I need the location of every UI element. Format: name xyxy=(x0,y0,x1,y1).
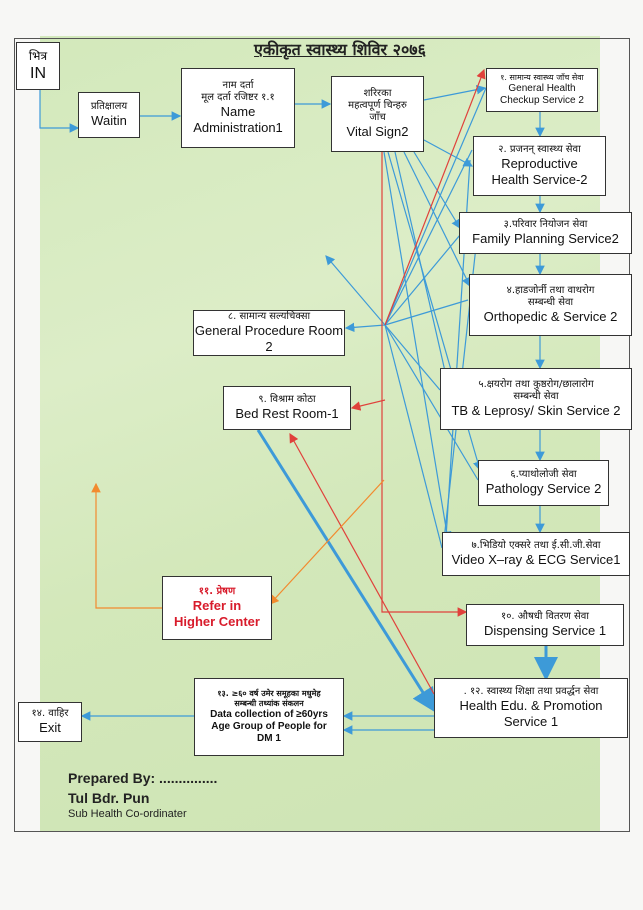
ortho-en: Orthopedic & Service 2 xyxy=(483,309,618,325)
arrow-vitals-to-xray xyxy=(383,151,452,542)
pathology-np: ६.प्याथोलोजी सेवा xyxy=(510,469,577,481)
family-np: ३.परिवार नियोजन सेवा xyxy=(503,219,588,231)
exit-np: १४. वाहिर xyxy=(31,708,69,720)
data-collection-box: १३. ≥६० वर्ष उमेर समूहका मधुमेह सम्बन्धी… xyxy=(194,678,344,756)
diagram-frame xyxy=(14,38,630,832)
arrow-vitals-to-ortho xyxy=(403,151,471,288)
entry-in-box: भित्र IN xyxy=(16,42,60,90)
datacoll-en2: Age Group of People for xyxy=(211,720,327,732)
arrow-in-to-waiting xyxy=(39,90,80,133)
referral-box: ११. प्रेषण Refer in Higher Center xyxy=(162,576,272,640)
registration-np2: मूल दर्ता रजिष्टर १.१ xyxy=(201,92,275,104)
tb-leprosy-box: ५.क्षयरोग तथा कुष्ठरोग/छालारोग सम्बन्धी … xyxy=(440,368,632,430)
arrow-xray-to-hub xyxy=(384,324,443,549)
registration-np1: नाम दर्ता xyxy=(222,80,254,92)
dispensing-np: १०. औषधी वितरण सेवा xyxy=(501,611,589,623)
family-en: Family Planning Service2 xyxy=(472,231,619,247)
xray-en: Video X–ray & ECG Service1 xyxy=(451,552,621,568)
datacoll-np2: सम्बन्धी तथ्यांक संकलन xyxy=(234,699,304,708)
arrow-procedure-to-bedrest xyxy=(350,399,386,411)
vitals-box: शरिरका महत्वपूर्ण चिन्हरु जाँच Vital Sig… xyxy=(331,76,424,152)
arrow-bedrest-to-education xyxy=(256,429,436,713)
xray-np: ७.भिडियो एक्सरे तथा ई.सी.जी.सेवा xyxy=(471,540,601,552)
exit-box: १४. वाहिर Exit xyxy=(18,702,82,742)
general-checkup-box: १. सामान्य स्वास्थ्य जाँच सेवा General H… xyxy=(486,68,598,112)
general-en2: Checkup Service 2 xyxy=(500,94,584,106)
bedrest-np: ९. विश्राम कोठा xyxy=(258,394,316,406)
xray-ecg-box: ७.भिडियो एक्सरे तथा ई.सी.जी.सेवा Video X… xyxy=(442,532,630,576)
procedure-en: General Procedure Room 2 xyxy=(194,323,344,354)
reproductive-box: २. प्रजनन् स्वास्थ्य सेवा Reproductive H… xyxy=(473,136,606,196)
arrow-hub-to-procedure xyxy=(344,322,386,333)
datacoll-en1: Data collection of ≥60yrs xyxy=(210,708,328,720)
orthopedic-box: ४.हाडजोर्नी तथा वाथरोग सम्बन्धी सेवा Ort… xyxy=(469,274,632,336)
datacoll-np1: १३. ≥६० वर्ष उमेर समूहका मधुमेह xyxy=(217,689,321,699)
procedure-np: ८. सामान्य सल्यचिक्सा xyxy=(227,311,311,323)
bedrest-en: Bed Rest Room-1 xyxy=(235,406,339,422)
pathology-box: ६.प्याथोलोजी सेवा Pathology Service 2 xyxy=(478,460,609,506)
prepared-by: Prepared By: ............... xyxy=(68,770,218,786)
vitals-np2: महत्वपूर्ण चिन्हरु xyxy=(348,100,407,112)
arrow-vitals-to-reproductive xyxy=(423,139,474,167)
arrow-ortho-to-hub xyxy=(384,299,469,326)
general-np: १. सामान्य स्वास्थ्य जाँच सेवा xyxy=(500,73,584,83)
ortho-np1: ४.हाडजोर्नी तथा वाथरोग xyxy=(506,285,595,297)
arrow-education-to-bedrest xyxy=(289,432,435,695)
bed-rest-box: ९. विश्राम कोठा Bed Rest Room-1 xyxy=(223,386,351,430)
referral-en1: Refer in xyxy=(192,598,242,614)
preparer-role: Sub Health Co-ordinater xyxy=(68,808,187,820)
dispensing-en: Dispensing Service 1 xyxy=(483,623,607,639)
education-en2: Service 1 xyxy=(503,714,559,729)
waiting-np: प्रतिक्षालय xyxy=(90,101,128,113)
general-en1: General Health xyxy=(508,82,576,94)
arrow-vitals-to-dispensing xyxy=(381,152,468,617)
dispensing-box: १०. औषधी वितरण सेवा Dispensing Service 1 xyxy=(466,604,624,646)
reproductive-np: २. प्रजनन् स्वास्थ्य सेवा xyxy=(498,144,581,156)
arrow-pathology-to-hub xyxy=(384,324,479,481)
family-planning-box: ३.परिवार नियोजन सेवा Family Planning Ser… xyxy=(459,212,632,254)
arrow-reproductive-to-hub xyxy=(384,149,473,326)
education-np: . १२. स्वास्थ्य शिक्षा तथा प्रवर्द्धन से… xyxy=(463,686,599,698)
reproductive-en2: Health Service-2 xyxy=(491,172,588,187)
arrow-hub-to-general xyxy=(384,68,486,326)
registration-box: नाम दर्ता मूल दर्ता रजिष्टर १.१ Name Adm… xyxy=(181,68,295,148)
entry-np-label: भित्र xyxy=(28,49,48,64)
arrow-referral-back xyxy=(91,482,162,609)
arrow-general-to-hub xyxy=(384,87,487,326)
vitals-en: Vital Sign2 xyxy=(346,124,409,140)
procedure-box: ८. सामान्य सल्यचिक्सा General Procedure … xyxy=(193,310,345,356)
arrow-vitals-to-general xyxy=(423,84,487,101)
page-title: एकीकृत स्वास्थ्य शिविर २०७६ xyxy=(254,40,426,59)
reproductive-en1: Reproductive xyxy=(501,156,578,172)
waiting-box: प्रतिक्षालय Waitin xyxy=(78,92,140,138)
tb-np1: ५.क्षयरोग तथा कुष्ठरोग/छालारोग xyxy=(478,379,594,391)
registration-en1: Name xyxy=(220,104,256,120)
waiting-en: Waitin xyxy=(91,113,127,129)
tb-np2: सम्बन्धी सेवा xyxy=(513,391,559,403)
education-en1: Health Edu. & Promotion xyxy=(459,698,603,714)
exit-en: Exit xyxy=(39,720,61,736)
arrow-family-to-hub xyxy=(384,234,461,326)
referral-en2: Higher Center xyxy=(174,614,260,629)
arrow-hub-to-left xyxy=(325,255,386,326)
arrow-tb-to-hub xyxy=(384,324,441,391)
pathology-en: Pathology Service 2 xyxy=(485,481,602,497)
datacoll-en3: DM 1 xyxy=(257,732,281,744)
vitals-np3: जाँच xyxy=(369,112,386,124)
tb-en: TB & Leprosy/ Skin Service 2 xyxy=(451,403,621,419)
ortho-np2: सम्बन्धी सेवा xyxy=(527,297,574,309)
education-box: . १२. स्वास्थ्य शिक्षा तथा प्रवर्द्धन से… xyxy=(434,678,628,738)
arrow-to-referral xyxy=(269,479,385,605)
vitals-np1: शरिरका xyxy=(363,88,392,100)
preparer-name: Tul Bdr. Pun xyxy=(68,790,150,806)
referral-np: ११. प्रेषण xyxy=(198,586,236,598)
entry-en-label: IN xyxy=(30,64,46,82)
registration-en2: Administration1 xyxy=(193,120,283,135)
